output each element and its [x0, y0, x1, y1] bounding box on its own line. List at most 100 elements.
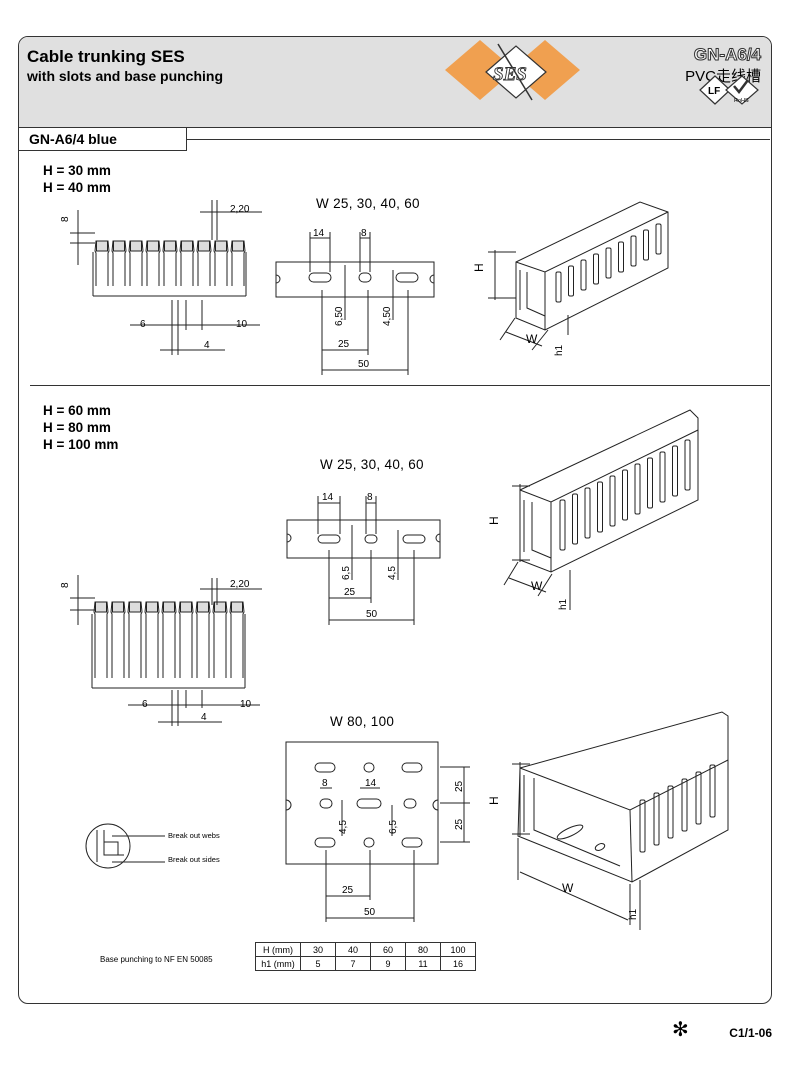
- dim-left-b: 6: [142, 699, 148, 710]
- tooth-cap: [232, 240, 244, 252]
- trunk-slot: [672, 445, 678, 497]
- header-bar: Cable trunking SES with slots and base p…: [19, 37, 771, 128]
- page-subtitle: with slots and base punching: [27, 68, 224, 84]
- trunk-slot: [630, 235, 637, 267]
- iso-w-label: W: [526, 332, 538, 346]
- dim-slot-pitch-b: 8: [367, 492, 373, 503]
- trunk-slot: [639, 799, 646, 853]
- dim-50: 50: [358, 359, 370, 370]
- trunk-slot: [634, 463, 641, 515]
- iso-h-label: H: [472, 263, 486, 272]
- dim-gap-b: 2,20: [230, 579, 250, 590]
- comb-tooth: [93, 601, 109, 678]
- logo-text: SES: [493, 64, 527, 85]
- trunk-slot: [653, 792, 660, 846]
- trunking-iso-large: [512, 711, 729, 930]
- dim-4-5-c: 4,5: [338, 820, 349, 834]
- dim-pitch: 4: [204, 340, 210, 351]
- dim-25: 25: [338, 339, 350, 350]
- tooth-cap: [231, 601, 243, 613]
- iso2-w-label: W: [531, 579, 543, 593]
- ses-logo: SES: [445, 40, 580, 101]
- dim-4-50: 4,50: [382, 306, 393, 326]
- iso3-h-label: H: [487, 796, 501, 805]
- iso2-h-label: H: [487, 516, 501, 525]
- comb-tooth: [127, 601, 143, 678]
- comb-tooth: [229, 601, 245, 678]
- dim-25-c: 25: [342, 885, 354, 896]
- dim-gap: 2,20: [230, 204, 250, 215]
- tooth-cap: [163, 601, 175, 613]
- trunk-slot: [695, 771, 702, 825]
- tooth-cap: [113, 240, 125, 252]
- iso2-h1-label: h1: [558, 598, 569, 610]
- page-number: C1/1-06: [729, 1026, 772, 1040]
- section-label: GN-A6/4 blue: [19, 128, 187, 151]
- trunk-slot: [667, 785, 674, 839]
- trunk-slot: [609, 475, 616, 527]
- trunk-slot: [618, 241, 624, 273]
- dim-r25-1: 25: [454, 780, 465, 792]
- svg-text:LF: LF: [708, 86, 720, 97]
- dim-8-b: 8: [60, 582, 71, 588]
- section-divider: [30, 385, 770, 386]
- iso-h1-label: h1: [554, 344, 565, 356]
- trunk-slot: [643, 229, 649, 261]
- tooth-cap: [112, 601, 124, 613]
- iso3-h1-label: h1: [628, 908, 639, 920]
- base-punching-table: H (mm) 30 40 60 80 100 h1 (mm) 5 7 9 11 …: [255, 942, 476, 971]
- comb-tooth: [161, 601, 177, 678]
- tooth-cap: [129, 601, 141, 613]
- page-title: Cable trunking SES: [27, 47, 185, 66]
- comb-tooth: [195, 601, 211, 678]
- tooth-cap: [164, 240, 176, 252]
- trunk-slot: [681, 778, 688, 832]
- table-row: h1 (mm) 5 7 9 11 16: [255, 956, 476, 971]
- dim-slot-w-b: 14: [322, 492, 334, 503]
- dim-r25-2: 25: [454, 818, 465, 830]
- base-plate-medium: [286, 496, 441, 625]
- rohs-badge: RoHS: [725, 75, 759, 105]
- trunk-slot: [572, 493, 578, 545]
- datasheet-frame: Cable trunking SES with slots and base p…: [18, 36, 772, 1004]
- comb-profile-large: [70, 575, 262, 726]
- trunk-slot: [568, 265, 574, 297]
- table-row: H (mm) 30 40 60 80 100: [255, 942, 476, 957]
- dim-6-5-c: 6,5: [388, 820, 399, 834]
- tooth-cap: [215, 240, 227, 252]
- tooth-cap: [180, 601, 192, 613]
- comb-tooth: [110, 601, 126, 678]
- tooth-cap: [214, 601, 226, 613]
- base-plate-large: [285, 741, 470, 922]
- section2-width-label: W 25, 30, 40, 60: [320, 457, 424, 472]
- trunk-slot: [559, 499, 566, 551]
- trunk-slot: [659, 451, 666, 503]
- trunk-slot: [647, 457, 653, 509]
- breakout-webs-label: Break out webs: [168, 831, 220, 840]
- snowflake-icon: ✻: [672, 1019, 689, 1041]
- section1-heights: H = 30 mm H = 40 mm: [43, 163, 111, 195]
- trunk-slot: [605, 247, 612, 279]
- tooth-cap: [146, 601, 158, 613]
- trunk-slot: [709, 764, 716, 818]
- comb-tooth: [144, 601, 160, 678]
- dim-50-b: 50: [366, 609, 378, 620]
- dim-4-5: 4,5: [387, 566, 398, 580]
- section1-width-label: W 25, 30, 40, 60: [316, 196, 420, 211]
- dim-slot-w: 14: [313, 228, 325, 239]
- dim-8: 8: [60, 216, 71, 222]
- trunking-iso-small: [488, 201, 669, 351]
- dim-left: 6: [140, 319, 146, 330]
- dim-25-b: 25: [344, 587, 356, 598]
- trunk-slot: [593, 253, 599, 285]
- dim-slot-pitch: 8: [361, 228, 367, 239]
- svg-text:RoHS: RoHS: [734, 98, 749, 104]
- trunking-iso-medium: [503, 409, 699, 610]
- tooth-cap: [130, 240, 142, 252]
- tooth-cap: [181, 240, 193, 252]
- dim-50-c: 50: [364, 907, 376, 918]
- section2-width-label-large: W 80, 100: [330, 714, 395, 729]
- tooth-cap: [198, 240, 210, 252]
